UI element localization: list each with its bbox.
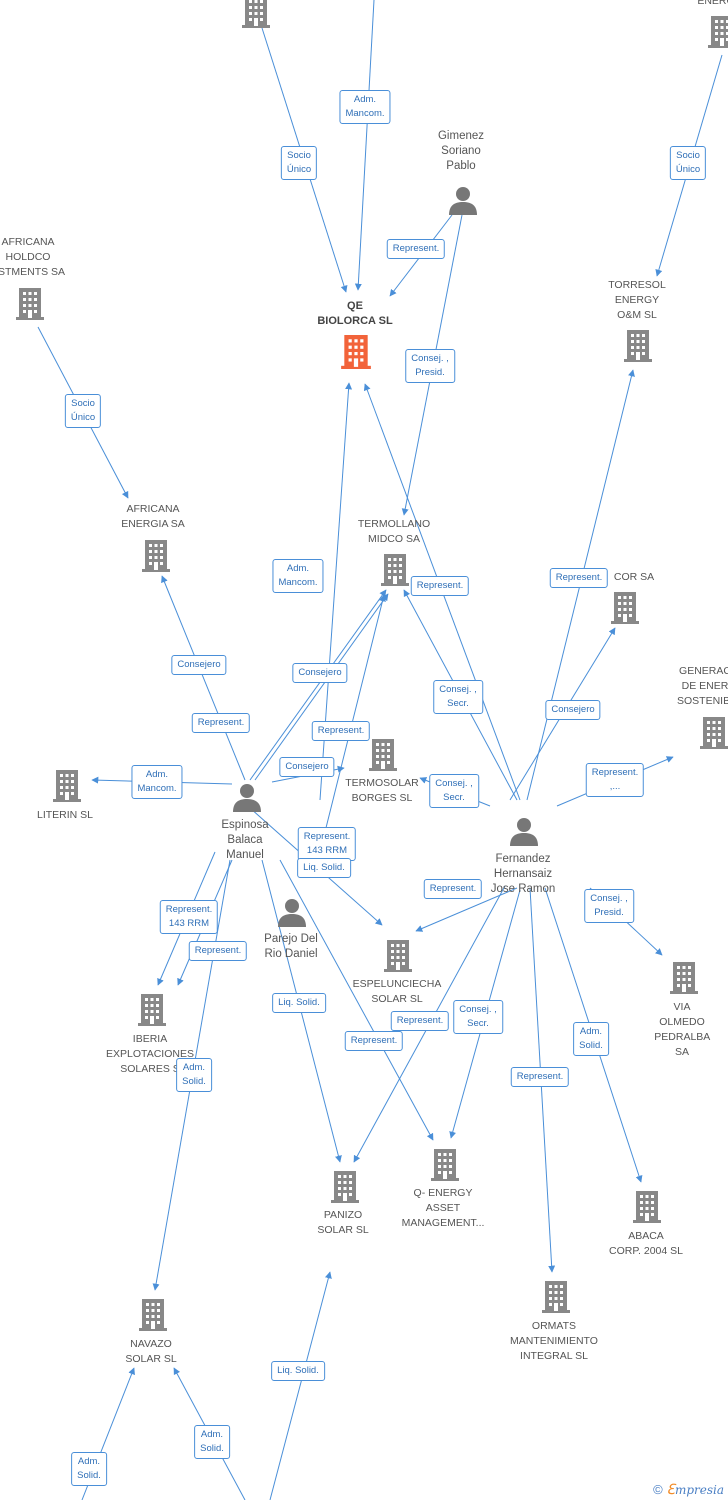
edge-label: Consejero — [171, 655, 227, 675]
edge-label: Represent. 143 RRM — [297, 827, 357, 861]
person-icon-gimenez — [448, 185, 478, 215]
edge-label: Represent. ,... — [585, 763, 645, 797]
company-icon-ormats — [542, 1281, 570, 1313]
edge-label: Consej. , Secr. — [453, 1000, 503, 1034]
edge-label: Consejero — [545, 700, 601, 720]
edge-label: Consej. , Presid. — [405, 349, 455, 383]
edge-label: Adm. Solid. — [573, 1022, 609, 1056]
company-label-via-olmedo[interactable]: VIA OLMEDO PEDRALBA SA — [654, 1001, 711, 1058]
edge-label: Adm. Mancom. — [339, 90, 391, 124]
edge-label: Liq. Solid. — [297, 858, 351, 878]
edge-label: Adm. Solid. — [194, 1425, 230, 1459]
company-icon-termosolar-borges — [369, 739, 397, 771]
company-label-abaca[interactable]: ABACA CORP. 2004 SL — [609, 1230, 683, 1257]
relation-edge — [354, 0, 375, 291]
copyright-symbol: © — [653, 1482, 663, 1497]
person-icon-parejo — [277, 897, 307, 927]
edge-label: Liq. Solid. — [272, 993, 326, 1013]
edge-label: Represent. — [390, 1011, 450, 1031]
company-icon-literin — [53, 770, 81, 802]
relation-edge — [161, 575, 246, 781]
edge-label: Represent. — [510, 1067, 570, 1087]
company-label-africana-energia[interactable]: AFRICANA ENERGIA SA — [121, 503, 185, 530]
company-icon-abaca — [633, 1191, 661, 1223]
company-icon-generac — [700, 717, 728, 749]
edge-label: Represent. — [311, 721, 371, 741]
edge-label: Adm. Mancom. — [272, 559, 324, 593]
edge-label: Represent. — [549, 568, 609, 588]
edge-label: Consejero — [279, 757, 335, 777]
relation-edge — [279, 859, 434, 1141]
edge-label: Socio Único — [669, 146, 707, 180]
company-label-q-energy[interactable]: Q- ENERGY ASSET MANAGEMENT... — [401, 1187, 485, 1229]
company-label-iberia[interactable]: IBERIA EXPLOTACIONES SOLARES S — [106, 1033, 194, 1075]
edge-label: Represent. 143 RRM — [159, 900, 219, 934]
edge-label: Socio Único — [64, 394, 102, 428]
company-label-navazo[interactable]: NAVAZO SOLAR SL — [125, 1338, 177, 1365]
company-icon-panizo — [331, 1171, 359, 1203]
edge-label: Consej. , Presid. — [584, 889, 634, 923]
relation-edge — [269, 1271, 332, 1500]
edge-label: Adm. Mancom. — [131, 765, 183, 799]
company-icon-q-energy — [431, 1149, 459, 1181]
person-label-parejo[interactable]: Parejo Del Rio Daniel — [264, 933, 318, 960]
relation-edge — [249, 589, 387, 781]
company-label-ormats[interactable]: ORMATS MANTENIMIENTO INTEGRAL SL — [510, 1320, 598, 1362]
company-icon-navazo — [139, 1299, 167, 1331]
edge-label: Represent. — [386, 239, 446, 259]
edge-label: Represent. — [410, 576, 470, 596]
empresia-logo-text: mpresia — [674, 1483, 724, 1497]
company-icon-espelunciecha — [384, 940, 412, 972]
company-label-panizo[interactable]: PANIZO SOLAR SL — [317, 1209, 369, 1236]
company-label-generac[interactable]: GENERAC DE ENER SOSTENIBI — [676, 665, 728, 707]
company-label-cor-sa[interactable]: COR SA — [613, 571, 655, 583]
company-icon-top-right — [708, 16, 728, 48]
edge-label: Adm. Solid. — [71, 1452, 107, 1486]
edge-label: Represent. — [191, 713, 251, 733]
main-company-label[interactable]: QE BIOLORCA SL — [317, 300, 393, 327]
company-icon-iberia — [138, 994, 166, 1026]
relation-edge — [254, 593, 389, 781]
edge-label: Socio Único — [280, 146, 318, 180]
person-label-fernandez[interactable]: Fernandez Hernansaiz Jose Ramon — [490, 853, 556, 895]
person-label-espinosa[interactable]: Espinosa Balaca Manuel — [221, 819, 269, 861]
company-icon-africana-energia — [142, 540, 170, 572]
edge-label: Represent. — [344, 1031, 404, 1051]
company-label-termosolar-borges[interactable]: TERMOSOLAR BORGES SL — [345, 777, 419, 804]
edge-label: Liq. Solid. — [271, 1361, 325, 1381]
company-icon-torresol — [624, 330, 652, 362]
empresia-logo[interactable]: ℇmpresia — [666, 1482, 724, 1498]
company-label-espelunciecha[interactable]: ESPELUNCIECHA SOLAR SL — [352, 978, 442, 1005]
empresia-logo-initial: ℇ — [666, 1482, 675, 1498]
company-icon-top-left — [242, 0, 270, 28]
edge-label: Consej. , Secr. — [429, 774, 479, 808]
main-company-icon — [341, 335, 371, 369]
edge-label: Represent. — [188, 941, 248, 961]
company-icon-termollano — [381, 554, 409, 586]
person-icon-fernandez — [509, 816, 539, 846]
company-label-torresol[interactable]: TORRESOL ENERGY O&M SL — [608, 279, 666, 321]
company-label-literin[interactable]: LITERIN SL — [36, 809, 94, 821]
person-icon-espinosa — [232, 782, 262, 812]
company-icon-africana-holdco — [16, 288, 44, 320]
company-icon-via-olmedo — [670, 962, 698, 994]
copyright-footer: © ℇmpresia — [653, 1482, 724, 1498]
edge-label: Consejero — [292, 663, 348, 683]
edge-label: Consej. , Secr. — [433, 680, 483, 714]
edge-label: Adm. Solid. — [176, 1058, 212, 1092]
person-label-gimenez[interactable]: Gimenez Soriano Pablo — [437, 130, 485, 172]
edge-label: Represent. — [423, 879, 483, 899]
company-label-top-right[interactable]: ENERG — [697, 0, 728, 7]
company-label-termollano[interactable]: TERMOLLANO MIDCO SA — [357, 518, 431, 545]
company-label-africana-holdco[interactable]: AFRICANA HOLDCO ESTMENTS SA — [0, 236, 66, 278]
company-icon-cor-sa — [611, 592, 639, 624]
